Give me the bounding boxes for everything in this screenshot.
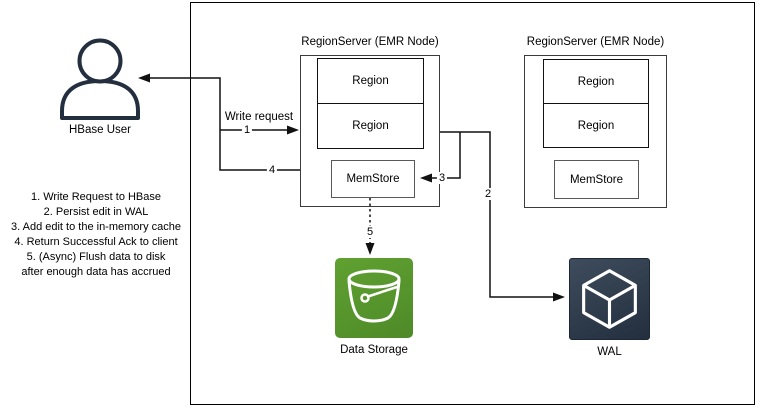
step-line-3: 3. Add edit to the in-memory cache [11, 221, 181, 233]
region-box-1a: Region [317, 58, 424, 104]
edge-label-3: 3 [436, 172, 448, 184]
memstore-box-2: MemStore [554, 160, 639, 199]
steps-legend: 1. Write Request to HBase 2. Persist edi… [0, 190, 192, 280]
step-line-5b: after enough data has accrued [21, 266, 171, 278]
step-line-5: 5. (Async) Flush data to disk [26, 251, 166, 263]
regionserver2-title: RegionServer (EMR Node) [526, 36, 665, 48]
cluster-boundary [190, 2, 755, 405]
step-line-1: 1. Write Request to HBase [30, 191, 162, 203]
bucket-icon [347, 269, 401, 323]
region-box-1b: Region [317, 103, 424, 149]
data-storage-node [335, 258, 413, 338]
user-label: HBase User [69, 124, 131, 136]
edge-label-5: 5 [364, 226, 376, 238]
region-box-2a: Region [543, 59, 649, 104]
write-request-label: Write request [224, 111, 294, 123]
wal-label: WAL [597, 346, 622, 358]
cube-icon [582, 269, 637, 329]
region-box-2b: Region [543, 103, 649, 148]
edge-label-1: 1 [241, 124, 253, 136]
user-icon [60, 38, 140, 120]
data-storage-label: Data Storage [340, 344, 408, 356]
regionserver1-title: RegionServer (EMR Node) [301, 36, 439, 48]
wal-node [569, 258, 650, 340]
memstore-box-1: MemStore [331, 160, 415, 198]
edge-label-2: 2 [482, 188, 494, 200]
step-line-4: 4. Return Successful Ack to client [14, 236, 178, 248]
step-line-2: 2. Persist edit in WAL [43, 206, 149, 218]
edge-label-4: 4 [266, 164, 278, 176]
